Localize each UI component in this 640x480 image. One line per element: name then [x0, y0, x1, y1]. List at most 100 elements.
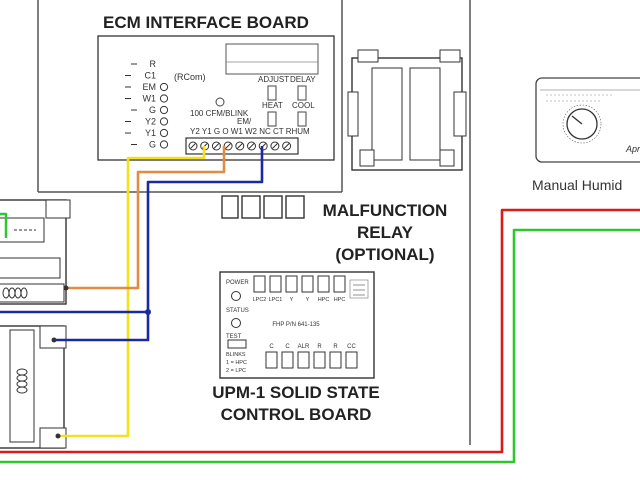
upm-top-terminal[interactable]: [317, 275, 330, 293]
wire-terminal-dot: [63, 285, 69, 291]
wires: [0, 146, 640, 464]
upm-blink-label: BLINKS: [226, 352, 246, 358]
ecm-terminal-led: [159, 82, 169, 92]
ecm-em-label: EM/: [237, 117, 252, 126]
wire-terminal-dot: [51, 337, 57, 343]
upm-top-terminal[interactable]: [333, 275, 346, 293]
humidistat-brand: Apr: [625, 144, 640, 154]
terminal-screw-slot: [225, 143, 231, 149]
ecm-terminal-w1-label: W1: [143, 94, 157, 104]
upm-status-label: STATUS: [226, 308, 249, 314]
upm-top-terminal-label: Y: [290, 297, 294, 303]
upm-top-terminal[interactable]: [269, 275, 282, 293]
ecm-terminal-g-label: G: [149, 140, 156, 150]
humidity-dial-ring: [562, 104, 602, 144]
ecm-cool-label: COOL: [292, 101, 315, 110]
humidistat-label: Manual Humid: [532, 177, 622, 193]
left-contactor-lower: [0, 325, 67, 449]
upm-title-line1: UPM-1 SOLID STATE: [212, 383, 380, 402]
upm-status-led: [231, 318, 241, 328]
upm-part-number: FHP P/N 641-135: [272, 322, 320, 328]
upm-bottom-terminal[interactable]: [345, 351, 358, 369]
ecm-terminal-screws: [188, 141, 292, 151]
wire-orange: [66, 146, 226, 290]
ecm-terminal-led: [159, 105, 169, 115]
upm-top-terminal-label: HPC: [318, 297, 330, 303]
upm-logo: [349, 279, 369, 299]
coil-spring: [2, 287, 28, 299]
ecm-adjust-label: ADJUST: [258, 75, 289, 84]
upm-power-led: [231, 291, 241, 301]
upm-test-label: TEST: [226, 334, 242, 340]
terminal-screw-slot: [236, 143, 243, 149]
ecm-terminal-led: [159, 128, 169, 138]
ecm-terminal-led: [159, 94, 169, 103]
wire-terminal-dot: [55, 433, 61, 439]
ecm-dip-switches: [267, 85, 307, 127]
control-panel-outline: [37, 0, 471, 445]
relay-title-line1: MALFUNCTION: [323, 201, 448, 220]
upm-bottom-terminal-label: C: [269, 344, 274, 350]
ecm-strip-labels: Y2 Y1 G O W1 W2 NC CT RHUM: [190, 127, 310, 136]
ecm-board-title: ECM INTERFACE BOARD: [103, 13, 309, 32]
ecm-heat-label: HEAT: [262, 101, 283, 110]
upm-bottom-terminal-label: C: [285, 344, 290, 350]
upm-top-terminal[interactable]: [301, 275, 314, 293]
upm-bottom-terminal-label: R: [333, 344, 338, 350]
upm-bottom-terminal[interactable]: [281, 351, 294, 369]
upm-blink-1: 1 = HPC: [226, 360, 247, 366]
top-relay: [347, 49, 467, 171]
upm-title-line2: CONTROL BOARD: [221, 405, 372, 424]
upm-bottom-terminal[interactable]: [329, 351, 342, 369]
ecm-status-led: [215, 97, 225, 107]
upm-top-terminal-label: LPC1: [269, 297, 283, 303]
relay-title-line3: (OPTIONAL): [335, 245, 434, 264]
wire-green: [0, 228, 640, 464]
upm-bottom-terminal[interactable]: [297, 351, 310, 369]
upm-top-terminal-label: LPC2: [253, 297, 267, 303]
upm-bottom-terminal-label: R: [317, 344, 322, 350]
wire-red: [0, 208, 640, 454]
ecm-terminal-r-label: R: [150, 59, 157, 69]
upm-blink-2: 2 = LPC: [226, 368, 246, 374]
upm-bottom-terminal-label: ALR: [298, 344, 310, 350]
upm-top-terminal-label: HPC: [334, 297, 346, 303]
wire-terminal-dots: [51, 285, 69, 439]
upm-top-terminal[interactable]: [253, 275, 266, 293]
ecm-cfm-label: 100 CFM/BLINK: [190, 109, 249, 118]
upm-test-pins[interactable]: [227, 339, 247, 349]
ecm-terminal-led: [159, 117, 169, 126]
ecm-terminal-c1-label: C1: [144, 71, 156, 81]
relay-title-line2: RELAY: [357, 223, 414, 242]
upm-top-terminal[interactable]: [285, 275, 298, 293]
terminal-screw-slot: [190, 143, 196, 149]
upm-power-label: POWER: [226, 280, 249, 286]
wire-yellow: [58, 146, 206, 438]
upm-bottom-terminal-label: CC: [347, 344, 356, 350]
upm-control-board: POWER STATUS TEST BLINKS 1 = HPC 2 = LPC…: [212, 271, 380, 424]
upm-bottom-terminal[interactable]: [265, 351, 278, 369]
ecm-terminal-y1-label: Y1: [145, 128, 156, 138]
malfunction-relay: MALFUNCTION RELAY (OPTIONAL): [221, 195, 448, 264]
ecm-board-chip: [225, 43, 319, 75]
upm-top-terminal-label: Y: [306, 297, 310, 303]
wire-green-left: [0, 212, 8, 238]
terminal-screw-slot: [248, 143, 255, 149]
coil-spring-lower: [16, 368, 28, 394]
ecm-delay-label: DELAY: [290, 75, 316, 84]
ecm-rcom-label: (RCom): [174, 72, 206, 82]
ecm-terminal-led: [159, 140, 169, 149]
wire-blue: [54, 146, 264, 342]
terminal-screw-slot: [283, 143, 290, 149]
ecm-terminal-g-label: G: [149, 105, 156, 115]
ecm-terminal-em-label: EM: [143, 82, 157, 92]
left-contactor-upper: [0, 199, 71, 305]
upm-bottom-terminal[interactable]: [313, 351, 326, 369]
terminal-screw-slot: [272, 143, 278, 149]
ecm-terminal-y2-label: Y2: [145, 117, 156, 127]
